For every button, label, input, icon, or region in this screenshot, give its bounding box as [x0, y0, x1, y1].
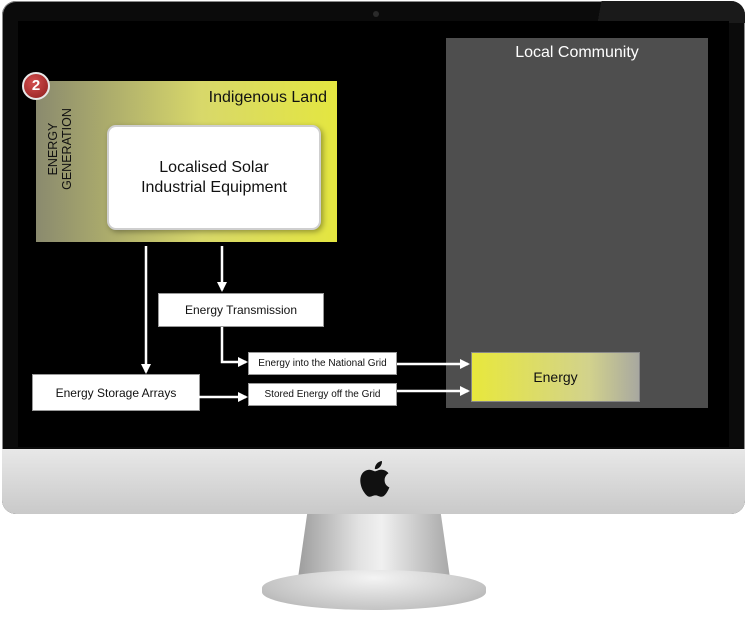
solar-equipment-box: Localised Solar Industrial Equipment: [107, 125, 321, 230]
solar-equipment-line2: Industrial Equipment: [141, 178, 287, 196]
solar-equipment-line1: Localised Solar: [159, 158, 269, 176]
local-community-panel: Local Community: [446, 38, 708, 408]
off-grid-node: Stored Energy off the Grid: [248, 383, 397, 406]
national-grid-node: Energy into the National Grid: [248, 352, 397, 375]
local-community-title: Local Community: [515, 44, 639, 61]
monitor-stand-neck: [298, 514, 450, 578]
monitor-stand-base: [262, 570, 486, 610]
indigenous-land-panel: Indigenous Land ENERGY GENERATION Locali…: [36, 81, 337, 242]
bezel-glare: [585, 1, 745, 23]
energy-transmission-node: Energy Transmission: [158, 293, 324, 327]
energy-generation-line2: GENERATION: [60, 108, 74, 190]
energy-generation-label: ENERGY GENERATION: [46, 103, 74, 195]
energy-storage-node: Energy Storage Arrays: [32, 374, 200, 411]
apple-logo-icon: [360, 461, 390, 497]
energy-generation-line1: ENERGY: [46, 122, 60, 176]
indigenous-land-title: Indigenous Land: [208, 89, 327, 106]
community-energy-box: Energy: [471, 352, 640, 402]
step-badge: 2: [22, 72, 50, 100]
camera-dot: [373, 11, 379, 17]
